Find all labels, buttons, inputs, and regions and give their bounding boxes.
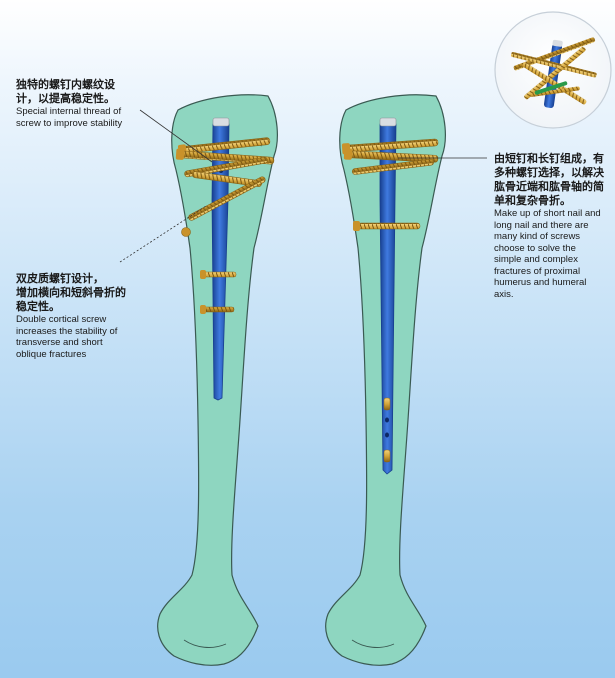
locking-screw-icon [351, 158, 435, 175]
annotation-double-cortical-en-3: transverse and short [16, 337, 103, 348]
annotation-short-long-zh-3: 肱骨近端和肱骨轴的简 [494, 180, 604, 193]
annotation-short-long-en-7: humerus and humeral [494, 277, 587, 288]
annotation-short-long-zh-2: 多种螺钉选择，以解决 [494, 166, 604, 179]
locking-screw-icon [192, 171, 262, 187]
double-cortical-screw-icon [200, 270, 237, 279]
annotation-double-cortical-en-1: Double cortical screw [16, 314, 107, 325]
locking-screw-icon [184, 156, 268, 178]
annotation-double-cortical-en-2: increases the stability of [16, 325, 118, 337]
annotation-short-long-en-3: many kind of screws [494, 231, 581, 242]
inset-screws [510, 37, 597, 105]
annotation-short-long: 由短钉和长钉组成，有 多种螺钉选择，以解决 肱骨近端和肱骨轴的简 单和复杂骨折。… [494, 152, 610, 300]
annotation-thread-zh-2: 计，以提高稳定性。 [16, 92, 115, 105]
nail-screw-assembly-icon [494, 11, 612, 129]
annotation-double-cortical-zh-3: 稳定性。 [16, 300, 60, 313]
right-nail-hole [385, 417, 389, 423]
right-nail-cap [379, 117, 397, 127]
right-nail-hole [385, 432, 389, 438]
double-cortical-screw-icon [200, 305, 235, 314]
distal-screw-icon [383, 449, 391, 463]
distal-screw-icon [383, 397, 391, 411]
annotation-short-long-en-4: choose to solve the [494, 242, 576, 254]
annotation-short-long-en-5: simple and complex [494, 254, 578, 265]
annotation-double-cortical: 双皮质螺钉设计， 增加横向和短斜骨折的 稳定性。 Double cortical… [16, 272, 166, 360]
left-bone-condyle-line [183, 639, 227, 648]
left-screw-group [175, 137, 275, 314]
annotation-double-cortical-zh-1: 双皮质螺钉设计， [16, 272, 104, 285]
left-intramedullary-nail-icon [211, 117, 230, 401]
annotation-short-long-en-2: long nail and there are [494, 219, 589, 231]
right-screw-group [341, 138, 439, 463]
right-nail-body [379, 123, 397, 475]
right-bone-condyle-line [351, 639, 395, 648]
annotation-thread-en-1: Special internal thread of [16, 106, 122, 117]
oblique-screw-icon [181, 176, 266, 237]
annotation-thread: 独特的螺钉内螺纹设 计，以提高稳定性。 Special internal thr… [16, 78, 166, 129]
annotation-short-long-zh-1: 由短钉和长钉组成，有 [494, 152, 604, 165]
annotation-short-long-en-1: Make up of short nail and [494, 208, 601, 219]
left-nail-cap [212, 117, 230, 127]
right-intramedullary-nail-icon [379, 117, 397, 475]
locking-screw-icon [343, 148, 439, 163]
leader-line-thread [139, 109, 213, 163]
annotation-thread-en-2: screw to improve stability [16, 117, 123, 129]
annotation-short-long-en-6: fractures of proximal [494, 265, 581, 277]
annotation-thread-zh-1: 独特的螺钉内螺纹设 [16, 78, 115, 91]
left-nail-body [211, 123, 230, 401]
leader-line-double-cortical [119, 205, 207, 263]
annotation-short-long-en-8: axis. [494, 288, 514, 300]
annotation-short-long-zh-4: 单和复杂骨折。 [494, 194, 571, 207]
double-cortical-screw-icon [353, 221, 421, 231]
annotation-double-cortical-en-4: oblique fractures [16, 348, 87, 360]
inset-green-clip [534, 81, 568, 95]
annotation-double-cortical-zh-2: 增加横向和短斜骨折的 [16, 286, 126, 299]
